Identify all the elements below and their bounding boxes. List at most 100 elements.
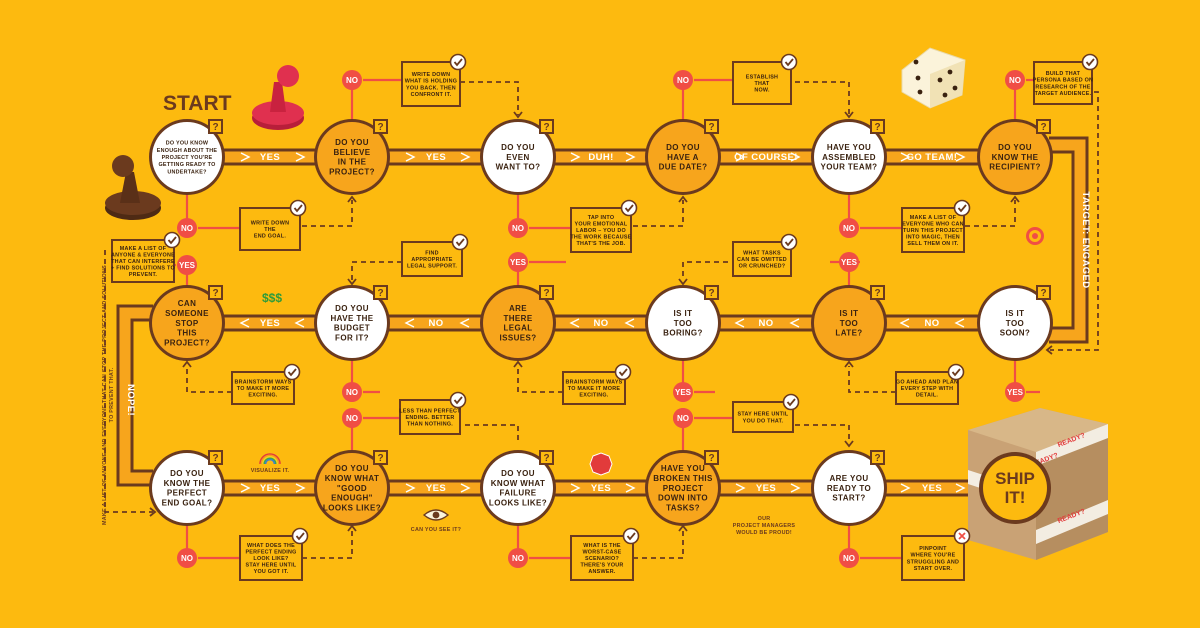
answer-badge-no[interactable]: NO	[1005, 70, 1025, 90]
note-box	[562, 371, 626, 405]
help-icon[interactable]	[870, 119, 885, 134]
badge-circle	[177, 218, 197, 238]
badge-circle	[1005, 382, 1025, 402]
note-line: LEGAL SUPPORT.	[407, 264, 457, 270]
return-arrow	[104, 250, 153, 513]
note-box	[399, 399, 461, 435]
help-icon[interactable]	[1036, 285, 1051, 300]
help-icon[interactable]	[539, 285, 554, 300]
note-line: YOUR EMOTIONAL	[575, 221, 628, 227]
node-question-line: DO YOU	[501, 143, 535, 152]
help-icon[interactable]	[704, 285, 719, 300]
node-face	[483, 288, 553, 358]
node-face	[980, 122, 1050, 192]
answer-badge-no[interactable]: NO	[839, 218, 859, 238]
node-face	[152, 288, 222, 358]
help-icon[interactable]	[208, 285, 223, 300]
node-question-line: DOWN INTO	[658, 494, 708, 503]
badge-label: NO	[181, 224, 193, 233]
node-question-line: TOO	[1006, 319, 1024, 328]
node-question-line: DO YOU	[335, 464, 369, 473]
track-arrow	[789, 318, 800, 328]
help-icon[interactable]	[373, 450, 388, 465]
answer-badge-no[interactable]: NO	[673, 408, 693, 428]
help-icon-glyph: ?	[874, 453, 880, 464]
check-icon-glyph	[455, 238, 465, 247]
help-icon[interactable]	[870, 285, 885, 300]
answer-badge-no[interactable]: NO	[177, 218, 197, 238]
node-face	[814, 122, 884, 192]
help-icon[interactable]	[704, 450, 719, 465]
node-question-line: DO YOU	[335, 304, 369, 313]
help-icon[interactable]	[1036, 119, 1051, 134]
node-question-line: KNOW THE	[164, 479, 211, 488]
answer-badge-no[interactable]: NO	[673, 70, 693, 90]
track-arrow	[790, 152, 801, 162]
track-arrow	[735, 152, 746, 162]
note-line: APPROPRIATE	[411, 257, 452, 263]
help-icon[interactable]	[208, 450, 223, 465]
answer-badge-no[interactable]: NO	[342, 70, 362, 90]
return-arrow-tip	[678, 278, 688, 286]
node-question-line: ASSEMBLED	[822, 153, 876, 162]
note-line: DETAIL.	[916, 393, 939, 399]
help-icon[interactable]	[373, 119, 388, 134]
answer-badge-no[interactable]: NO	[839, 548, 859, 568]
return-arrow	[795, 424, 850, 440]
node-question-line: SOON?	[1000, 329, 1030, 338]
answer-badge-no[interactable]: NO	[342, 408, 362, 428]
note-box	[1033, 61, 1093, 105]
answer-badge-yes[interactable]: YES	[1005, 382, 1025, 402]
node-question-line: IS IT	[840, 309, 859, 318]
return-arrow	[186, 366, 232, 393]
badge-circle	[508, 218, 528, 238]
check-icon-glyph	[287, 368, 297, 377]
answer-badge-no[interactable]: NO	[508, 218, 528, 238]
help-icon[interactable]	[208, 119, 223, 134]
node-question-line: DO YOU	[170, 469, 204, 478]
check-icon-glyph	[453, 396, 463, 405]
return-arrow-tip	[182, 360, 192, 368]
help-icon[interactable]	[539, 450, 554, 465]
answer-badge-yes[interactable]: YES	[673, 382, 693, 402]
answer-badge-yes[interactable]: YES	[839, 252, 859, 272]
track-arrow	[790, 483, 801, 493]
track-label: TARGET: ENGAGED	[1080, 191, 1091, 288]
answer-badge-yes[interactable]: YES	[508, 252, 528, 272]
note-line: EVERY STEP WITH	[901, 386, 953, 392]
answer-badge-yes[interactable]: YES	[177, 255, 197, 275]
badge-circle	[342, 70, 362, 90]
help-icon[interactable]	[373, 285, 388, 300]
rainbow-band	[264, 458, 276, 465]
help-icon-glyph: ?	[212, 453, 218, 464]
node-face	[814, 453, 884, 523]
note-line: THE WORK BECAUSE	[570, 235, 631, 241]
track-arrow	[569, 318, 580, 328]
badge-circle	[342, 382, 362, 402]
node-question-line: RECIPIENT?	[989, 163, 1041, 172]
note-box	[570, 535, 634, 581]
help-icon[interactable]	[704, 119, 719, 134]
help-icon[interactable]	[870, 450, 885, 465]
return-arrow-tip	[678, 524, 688, 532]
return-arrow	[351, 261, 402, 280]
dice-icon	[901, 47, 966, 109]
note-line: STRUGGLING AND	[907, 559, 959, 565]
help-icon[interactable]	[539, 119, 554, 134]
answer-badge-no[interactable]: NO	[508, 548, 528, 568]
check-icon-glyph	[293, 204, 303, 213]
help-icon-glyph: ?	[708, 288, 714, 299]
track-arrow	[404, 318, 415, 328]
note-line: MAKE A LIST OF	[120, 246, 167, 252]
answer-badge-no[interactable]: NO	[342, 382, 362, 402]
node-question-line: TASKS?	[666, 503, 700, 512]
answer-badge-no[interactable]: NO	[177, 548, 197, 568]
